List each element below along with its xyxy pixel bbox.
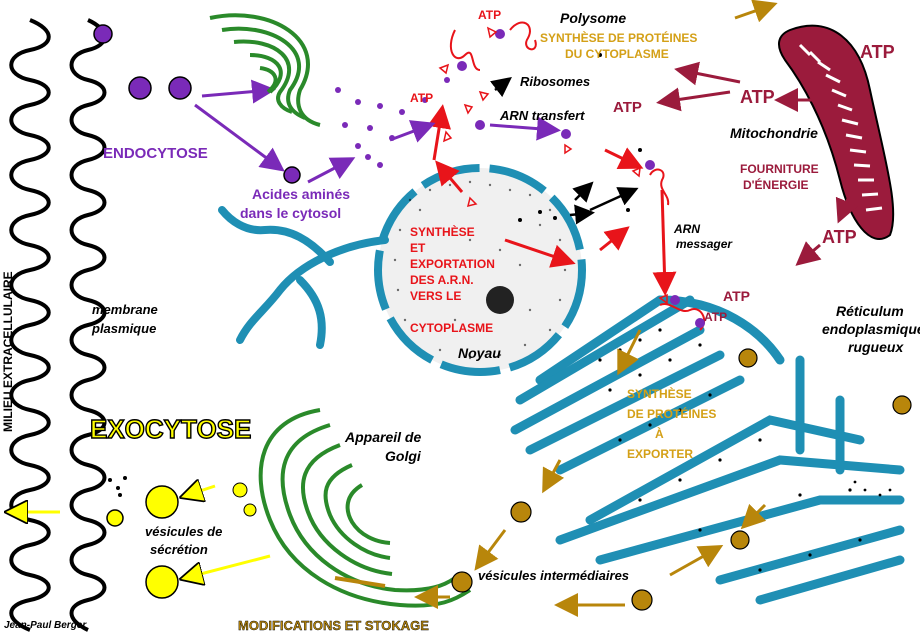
label-fourniture-1: FOURNITURE: [740, 162, 819, 176]
label-vesicules-secr-2: sécrétion: [150, 542, 208, 557]
label-exocytose: EXOCYTOSE: [90, 414, 251, 444]
label-arn-transfert: ARN transfert: [499, 108, 585, 123]
lysosome: [283, 166, 301, 184]
label-synth-cyto-1: SYNTHÈSE DE PROTÉINES: [540, 30, 697, 45]
arrow-endo-3: [307, 157, 356, 184]
polysome: [438, 21, 706, 331]
black-arrows: [490, 76, 639, 225]
label-noyau: Noyau: [458, 345, 501, 361]
label-ribosomes: Ribosomes: [520, 74, 590, 89]
label-mitochondrie: Mitochondrie: [730, 125, 818, 141]
arrow-endo-2: [194, 103, 285, 172]
label-arn-messager-1: ARN: [673, 222, 700, 236]
label-membrane-1: membrane: [92, 302, 158, 317]
label-polysome: Polysome: [560, 10, 626, 26]
label-synth-exp-4: EXPORTER: [627, 447, 693, 461]
gold-arrows: [334, 0, 778, 617]
atp-label-4: ATP: [740, 87, 775, 107]
label-synth-arn-6: CYTOPLASME: [410, 321, 493, 335]
label-synth-exp-3: À: [655, 426, 664, 441]
secretion-vesicle-2: [145, 565, 179, 599]
label-endocytose: ENDOCYTOSE: [103, 145, 208, 162]
label-synth-arn-2: ET: [410, 241, 426, 255]
atp-label-1: ATP: [478, 8, 501, 22]
label-golgi-2: Golgi: [385, 448, 422, 464]
arrow-secr-2: [185, 554, 271, 578]
endosome-2: [168, 76, 192, 100]
label-synth-exp-2: DE PROTÉINES: [627, 406, 716, 421]
label-modifications: MODIFICATIONS ET STOKAGE: [238, 618, 429, 633]
label-reticulum-1: Réticulum: [836, 303, 904, 319]
free-ribosomes: [108, 53, 642, 497]
label-acides-2: dans le cytosol: [240, 205, 341, 221]
label-golgi-1: Appareil de: [344, 429, 421, 445]
label-synth-arn-5: VERS LE: [410, 289, 461, 303]
nucleolus: [486, 286, 514, 314]
rna-arrows: [389, 104, 677, 296]
label-reticulum-2: endoplasmique: [822, 321, 920, 337]
label-milieu: MILIEU EXTRACELLULAIRE: [1, 271, 15, 432]
label-synth-exp-1: SYNTHÈSE: [627, 386, 692, 401]
atp-label-8: ATP: [704, 310, 727, 324]
label-synth-arn-1: SYNTHÈSE: [410, 224, 475, 239]
label-synth-cyto-2: DU CYTOPLASME: [565, 47, 669, 61]
amino-acids: [335, 77, 450, 168]
plasma-membrane-inner: [9, 18, 51, 632]
secretion-vesicle-1: [145, 485, 179, 519]
label-synth-arn-3: EXPORTATION: [410, 257, 495, 271]
endosome-1: [128, 76, 152, 100]
label-membrane-2: plasmique: [91, 321, 156, 336]
label-vesicules-secr-1: vésicules de: [145, 524, 222, 539]
atp-label-3: ATP: [860, 42, 895, 62]
atp-label-6: ATP: [822, 227, 857, 247]
label-fourniture-2: D'ÉNERGIE: [743, 177, 809, 192]
er-left: [218, 206, 389, 349]
golgi-top: [209, 13, 321, 127]
label-reticulum-3: rugueux: [848, 339, 904, 355]
label-vesicules-inter: vésicules intermédiaires: [478, 568, 629, 583]
atp-label-5: ATP: [613, 99, 642, 116]
nucleus: [374, 164, 586, 376]
arrow-endo-1: [201, 79, 276, 104]
mitochondrion: [778, 24, 895, 240]
exocytosis-vesicle: [106, 509, 124, 527]
golgi-vesicle-1: [232, 482, 248, 498]
atp-label-7: ATP: [723, 288, 750, 304]
label-acides-1: Acides aminés: [252, 186, 350, 202]
atp-label-2: ATP: [410, 91, 433, 105]
arrow-secr-1: [185, 486, 216, 496]
label-author: Jean-Paul Berger: [4, 620, 87, 631]
golgi-vesicle-2: [243, 503, 257, 517]
plasma-membrane: [69, 18, 107, 632]
label-arn-messager-2: messager: [676, 237, 733, 251]
intermediate-vesicles: [451, 348, 912, 611]
label-synth-arn-4: DES A.R.N.: [410, 273, 474, 287]
mito-arrows: [656, 61, 860, 266]
endocytosis-vesicle: [93, 24, 113, 44]
